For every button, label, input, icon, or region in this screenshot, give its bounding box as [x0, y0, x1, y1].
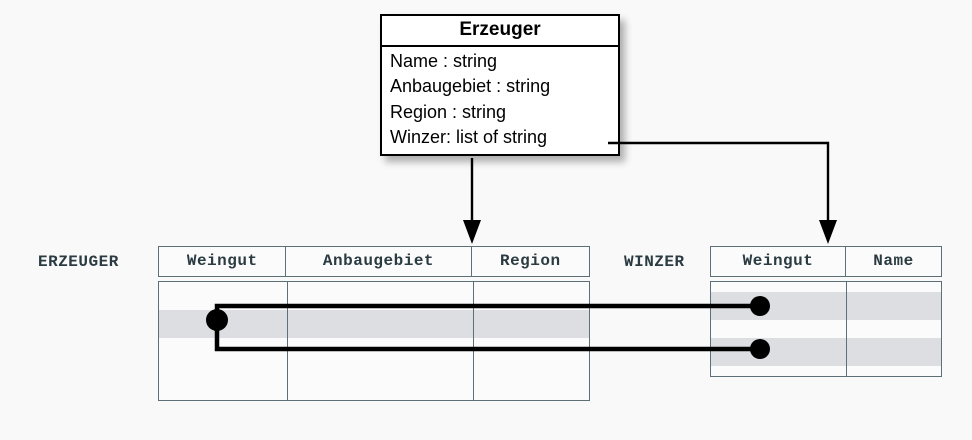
table-row-highlight — [711, 292, 941, 320]
table-label-winzer: WINZER — [624, 253, 685, 271]
table-header-row-erzeuger: Weingut Anbaugebiet Region — [158, 246, 590, 277]
column-header-region: Region — [499, 252, 561, 270]
uml-attribute-list: Name : string Anbaugebiet : string Regio… — [382, 47, 618, 154]
relational-table-winzer: Weingut Name — [710, 246, 942, 377]
uml-class-box-erzeuger: Erzeuger Name : string Anbaugebiet : str… — [380, 14, 620, 157]
column-divider — [287, 282, 288, 400]
column-header-name: Name — [873, 252, 914, 270]
winzer-arrow — [608, 141, 837, 244]
uml-attribute-anbaugebiet: Anbaugebiet : string — [390, 76, 551, 97]
table-row-highlight — [711, 338, 941, 366]
column-divider — [473, 282, 474, 400]
column-header-weingut: Weingut — [159, 247, 287, 276]
column-header-weingut: Weingut — [711, 247, 846, 276]
uml-attribute-region: Region : string — [390, 101, 507, 122]
column-divider — [846, 282, 847, 376]
uml-attribute-winzer: Winzer: list of string — [390, 127, 548, 148]
relational-table-erzeuger: Weingut Anbaugebiet Region — [158, 246, 590, 401]
table-header-row-winzer: Weingut Name — [710, 246, 942, 277]
erzeuger-arrow — [463, 158, 481, 244]
table-body-erzeuger — [158, 281, 590, 401]
table-row-highlight — [159, 310, 589, 338]
uml-class-name: Erzeuger — [382, 16, 618, 47]
uml-attribute-name: Name : string — [390, 50, 498, 71]
column-header-anbaugebiet: Anbaugebiet — [286, 247, 472, 276]
table-body-winzer — [710, 281, 942, 377]
table-label-erzeuger: ERZEUGER — [38, 253, 119, 271]
